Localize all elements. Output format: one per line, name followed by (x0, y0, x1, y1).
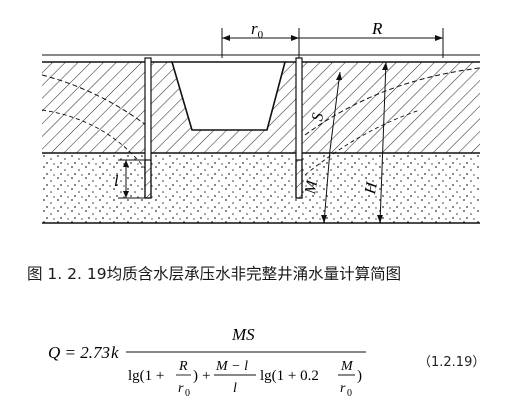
term2-num: M − l (215, 359, 248, 374)
formula-k: k (111, 343, 119, 362)
figure-caption: 图 1. 2. 19均质含水层承压水非完整井涌水量计算简图 (27, 265, 402, 283)
term3-close: ) (357, 368, 362, 384)
equation-number: （1.2.19） (418, 355, 486, 370)
term1-close: ) (193, 368, 198, 384)
term1-R: R (178, 359, 188, 374)
flow-curve-left (41, 109, 151, 176)
l-label: l (114, 173, 119, 190)
H-label: H (362, 180, 381, 197)
term1-rsub: 0 (185, 388, 190, 399)
formula: Q = 2.73 k MS lg(1 + R r 0 ) + M − l l l… (48, 325, 366, 399)
term3-M: M (340, 359, 354, 374)
M-arrow-bottom (321, 215, 327, 223)
term3-lg: lg(1 + 0.2 (260, 368, 319, 384)
flow-curve-right (304, 109, 421, 176)
r0-label-main: r (251, 19, 258, 38)
r0-arrow-right (291, 35, 299, 41)
r0-arrow-left (222, 35, 230, 41)
term1-lg: lg(1 + (128, 368, 164, 384)
H-arrow-top (382, 62, 388, 70)
term3-rsub: 0 (347, 388, 352, 399)
r0-label: r0 (251, 19, 264, 41)
well-left-screen (144, 159, 152, 199)
R-arrow-right (435, 35, 443, 41)
H-arrow-bottom (377, 215, 383, 223)
l-arrow-bottom (123, 191, 129, 198)
well-diagram: r0 R S l M H (41, 19, 481, 224)
depression-curve-left (41, 74, 151, 129)
S-label: S (309, 112, 327, 123)
S-dim-line (329, 71, 341, 151)
l-arrow-top (123, 160, 129, 167)
excavation-pit (170, 61, 287, 131)
term1-r: r (178, 381, 184, 396)
aquifer-layer (42, 153, 480, 223)
S-arrow-top (336, 72, 342, 80)
R-label: R (371, 19, 383, 38)
formula-numerator: MS (231, 325, 255, 344)
r0-label-sub: 0 (258, 29, 264, 41)
well-right-screen (295, 159, 303, 199)
depression-curve-right (304, 67, 481, 136)
M-label: M (302, 178, 322, 197)
plus-sign: + (202, 368, 210, 384)
M-dim-line (323, 149, 331, 224)
formula-lhs: Q = 2.73 (48, 343, 110, 362)
term3-r: r (340, 381, 346, 396)
H-dim-line (379, 61, 387, 224)
term2-den: l (233, 381, 237, 396)
